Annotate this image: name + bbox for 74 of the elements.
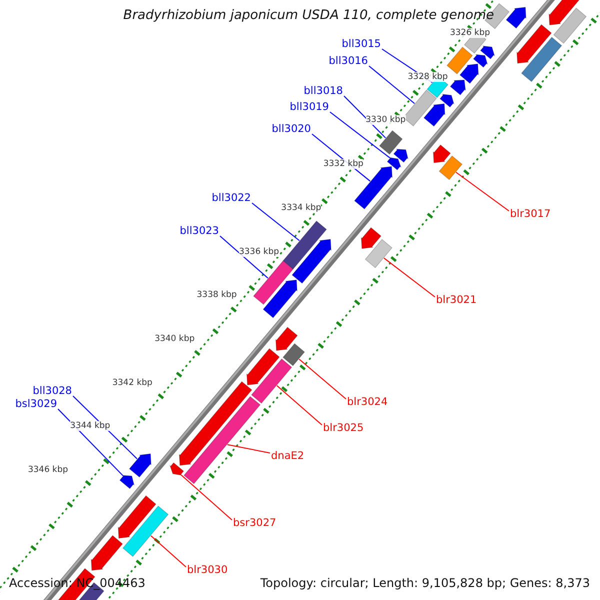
gene-label: bll3022	[212, 192, 251, 204]
gene-feature	[379, 130, 403, 155]
leader-line	[180, 474, 232, 520]
leader-line	[298, 358, 346, 400]
scale-label: 3342 kbp	[112, 378, 152, 388]
leader-line	[330, 112, 390, 158]
gene-feature	[364, 238, 392, 268]
gene-feature	[169, 462, 184, 476]
gene-feature	[450, 80, 466, 96]
scale-label: 3340 kbp	[154, 334, 195, 344]
gene-feature	[472, 54, 488, 68]
gene-label: bsl3029	[15, 398, 57, 410]
gene-label: bll3018	[304, 85, 343, 97]
gene-label: bll3015	[342, 38, 381, 50]
gene-feature	[393, 148, 408, 163]
scale-label: 3334 kbp	[281, 202, 322, 213]
gene-feature	[386, 157, 402, 170]
gene-feature	[423, 103, 446, 127]
gene-feature	[128, 453, 152, 478]
footer-text: Topology: circular; Length: 9,105,828 bp; Genes: 8,373	[259, 576, 591, 590]
scale-label: 3336 kbp	[238, 246, 280, 256]
gene-feature	[118, 495, 156, 539]
scale-label: 3344 kbp	[70, 421, 110, 432]
gene-label: blr3017	[510, 208, 551, 220]
gene-label: bsr3027	[233, 517, 276, 529]
diagram-title: Bradyrhizobium japonicum USDA 110, complete genome	[123, 8, 494, 23]
scale-label: 3328 kbp	[408, 72, 448, 82]
scale-label: 3326 kbp	[450, 28, 490, 38]
gene-feature	[282, 343, 305, 366]
gene-feature	[275, 326, 298, 351]
gene-label: blr3025	[323, 422, 364, 434]
gene-feature	[446, 46, 473, 74]
gene-feature	[122, 506, 169, 557]
gene-feature	[432, 144, 451, 164]
gene-feature	[119, 475, 135, 490]
gene-feature	[292, 238, 332, 284]
gene-label: blr3030	[187, 564, 228, 576]
gene-label: bll3019	[290, 101, 329, 113]
gene-feature	[354, 166, 393, 210]
gene-feature	[516, 24, 552, 64]
gene-label: bll3020	[272, 123, 311, 135]
leader-line	[150, 535, 186, 568]
gene-feature	[253, 260, 294, 305]
gene-feature	[521, 36, 562, 82]
gene-feature	[506, 6, 526, 29]
gene-feature	[251, 358, 292, 404]
gene-feature	[548, 0, 581, 26]
gene-label: blr3024	[347, 396, 388, 408]
gene-feature	[438, 155, 463, 180]
gene-label: bll3016	[328, 55, 368, 67]
leader-line	[72, 396, 138, 460]
leader-line	[368, 66, 415, 104]
gene-feature	[282, 220, 327, 270]
scale-label: 3346 kbp	[28, 465, 68, 475]
gene-label: bll3028	[32, 385, 72, 397]
scale-label: 3332 kbp	[323, 159, 364, 170]
gene-feature	[360, 227, 382, 249]
gene-feature	[553, 8, 587, 44]
leader-line	[220, 236, 268, 279]
gene-feature	[459, 64, 479, 84]
gene-label: blr3021	[436, 294, 477, 306]
leader-line	[344, 96, 386, 138]
gene-label: dnaE2	[271, 450, 304, 462]
gene-feature	[184, 396, 261, 484]
gene-label: bll3023	[180, 225, 219, 237]
gene-feature	[440, 94, 454, 108]
leader-line	[276, 385, 322, 426]
gene-feature	[90, 535, 123, 571]
gene-feature	[178, 381, 252, 466]
gene-feature	[262, 280, 298, 318]
scale-label: 3338 kbp	[196, 290, 237, 300]
gene-feature	[480, 46, 496, 60]
gene-feature	[246, 348, 280, 386]
scale-label: 3330 kbp	[366, 115, 406, 126]
